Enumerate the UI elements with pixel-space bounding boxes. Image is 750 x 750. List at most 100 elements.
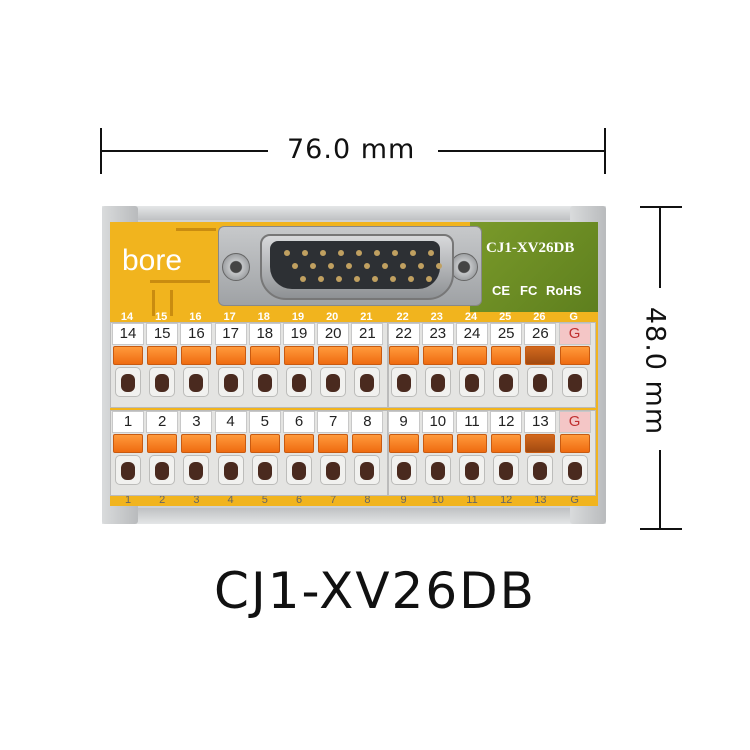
bottom-label: 4 xyxy=(214,411,247,433)
top-terminal-lever[interactable] xyxy=(284,346,314,365)
top-terminal-lever[interactable] xyxy=(147,346,178,365)
bottom-pcb-number: 3 xyxy=(193,494,200,506)
top-wire-entry[interactable] xyxy=(183,367,210,397)
top-wire-entry[interactable] xyxy=(217,367,244,397)
bottom-wire-entry[interactable] xyxy=(459,455,485,485)
pcb-trace xyxy=(170,290,173,316)
bottom-terminal-lever[interactable] xyxy=(525,434,556,453)
width-dimension-line-left xyxy=(100,150,268,152)
bottom-label: 12 xyxy=(490,411,523,433)
connector-pin xyxy=(292,263,298,269)
bottom-terminal-lever[interactable] xyxy=(422,434,453,453)
top-terminal-lever[interactable] xyxy=(113,346,143,365)
top-pcb-number: G xyxy=(569,311,578,323)
top-wire-entry[interactable] xyxy=(561,367,588,397)
bottom-wire-entry[interactable] xyxy=(561,455,588,485)
bottom-wire-entry[interactable] xyxy=(217,455,244,485)
bottom-wire-entry[interactable] xyxy=(251,455,278,485)
width-dimension-label: 76.0 mm xyxy=(287,134,416,165)
top-wire-entry[interactable] xyxy=(320,367,347,397)
connector-pin xyxy=(372,276,378,282)
bottom-terminal-lever[interactable] xyxy=(457,434,487,453)
bottom-wire-entry[interactable] xyxy=(149,455,176,485)
top-terminal-lever[interactable] xyxy=(181,346,212,365)
bottom-terminal-lever[interactable] xyxy=(215,434,246,453)
top-label: G xyxy=(558,323,591,345)
top-terminal-lever[interactable] xyxy=(457,346,487,365)
bottom-label: 3 xyxy=(180,411,213,433)
bottom-pcb-number: G xyxy=(570,494,579,506)
top-wire-entry[interactable] xyxy=(251,367,278,397)
width-dimension-tick-right xyxy=(604,128,606,174)
top-pcb-number: 24 xyxy=(464,311,478,323)
top-pcb-number: 20 xyxy=(326,311,339,323)
top-wire-entry[interactable] xyxy=(149,367,176,397)
pcb-trace xyxy=(176,228,216,231)
top-label: 22 xyxy=(387,323,420,345)
top-pcb-number: 16 xyxy=(189,311,202,323)
top-terminal-lever[interactable] xyxy=(318,346,349,365)
pcb-trace xyxy=(150,280,210,283)
top-terminal-lever[interactable] xyxy=(215,346,246,365)
bottom-terminal-lever[interactable] xyxy=(318,434,349,453)
top-terminal-lever[interactable] xyxy=(559,346,590,365)
top-label: 15 xyxy=(146,323,179,345)
top-terminal-lever[interactable] xyxy=(249,346,280,365)
connector-pin xyxy=(400,263,406,269)
connector-pin xyxy=(346,263,352,269)
bottom-label: 8 xyxy=(351,411,384,433)
top-wire-entry[interactable] xyxy=(390,367,417,397)
bottom-wire-entry[interactable] xyxy=(424,455,451,485)
ce-mark: CE xyxy=(492,283,511,298)
height-dimension-line-top xyxy=(659,206,661,288)
bottom-wire-entry[interactable] xyxy=(527,455,554,485)
pcb-green-area xyxy=(470,222,598,312)
bottom-terminal-lever[interactable] xyxy=(491,434,522,453)
top-wire-entry[interactable] xyxy=(354,367,381,397)
connector-pin xyxy=(374,250,380,256)
bottom-wire-entry[interactable] xyxy=(354,455,381,485)
connector-pin xyxy=(300,276,306,282)
top-wire-entry[interactable] xyxy=(286,367,312,397)
bottom-terminal-lever[interactable] xyxy=(352,434,383,453)
height-dimension-tick-bottom xyxy=(640,528,682,530)
bottom-terminal-lever[interactable] xyxy=(559,434,590,453)
bottom-terminal-lever[interactable] xyxy=(284,434,314,453)
top-terminal-lever[interactable] xyxy=(352,346,383,365)
bottom-wire-entry[interactable] xyxy=(115,455,141,485)
top-wire-entry[interactable] xyxy=(424,367,451,397)
bottom-wire-entry[interactable] xyxy=(183,455,210,485)
silkscreen-model: CJ1-XV26DB xyxy=(486,240,575,256)
connector-pin xyxy=(428,250,434,256)
top-wire-entry[interactable] xyxy=(493,367,520,397)
top-label: 16 xyxy=(180,323,213,345)
top-pcb-number: 23 xyxy=(430,311,443,323)
bottom-wire-entry[interactable] xyxy=(390,455,417,485)
bottom-pcb-number: 8 xyxy=(364,494,371,506)
connector-pin xyxy=(338,250,344,256)
bottom-terminal-lever[interactable] xyxy=(249,434,280,453)
din-rail-top-edge xyxy=(102,206,606,220)
bottom-wire-entry[interactable] xyxy=(493,455,520,485)
connector-pin xyxy=(426,276,432,282)
top-terminal-lever[interactable] xyxy=(388,346,419,365)
height-dimension-label: 48.0 mm xyxy=(639,306,671,436)
bottom-terminal-lever[interactable] xyxy=(181,434,212,453)
top-terminal-lever[interactable] xyxy=(422,346,453,365)
bottom-wire-entry[interactable] xyxy=(286,455,312,485)
fc-mark: FC xyxy=(520,283,538,298)
top-wire-entry[interactable] xyxy=(115,367,141,397)
bottom-terminal-lever[interactable] xyxy=(388,434,419,453)
connector-pin xyxy=(408,276,414,282)
bottom-terminal-lever[interactable] xyxy=(113,434,143,453)
top-wire-entry[interactable] xyxy=(459,367,485,397)
bottom-terminal-lever[interactable] xyxy=(147,434,178,453)
bottom-pcb-number: 12 xyxy=(500,494,513,506)
bottom-label: 13 xyxy=(524,411,557,433)
bottom-label: 2 xyxy=(146,411,179,433)
top-wire-entry[interactable] xyxy=(527,367,554,397)
top-terminal-lever[interactable] xyxy=(491,346,522,365)
bottom-wire-entry[interactable] xyxy=(320,455,347,485)
top-terminal-lever[interactable] xyxy=(525,346,556,365)
model-caption: CJ1-XV26DB xyxy=(214,562,536,620)
